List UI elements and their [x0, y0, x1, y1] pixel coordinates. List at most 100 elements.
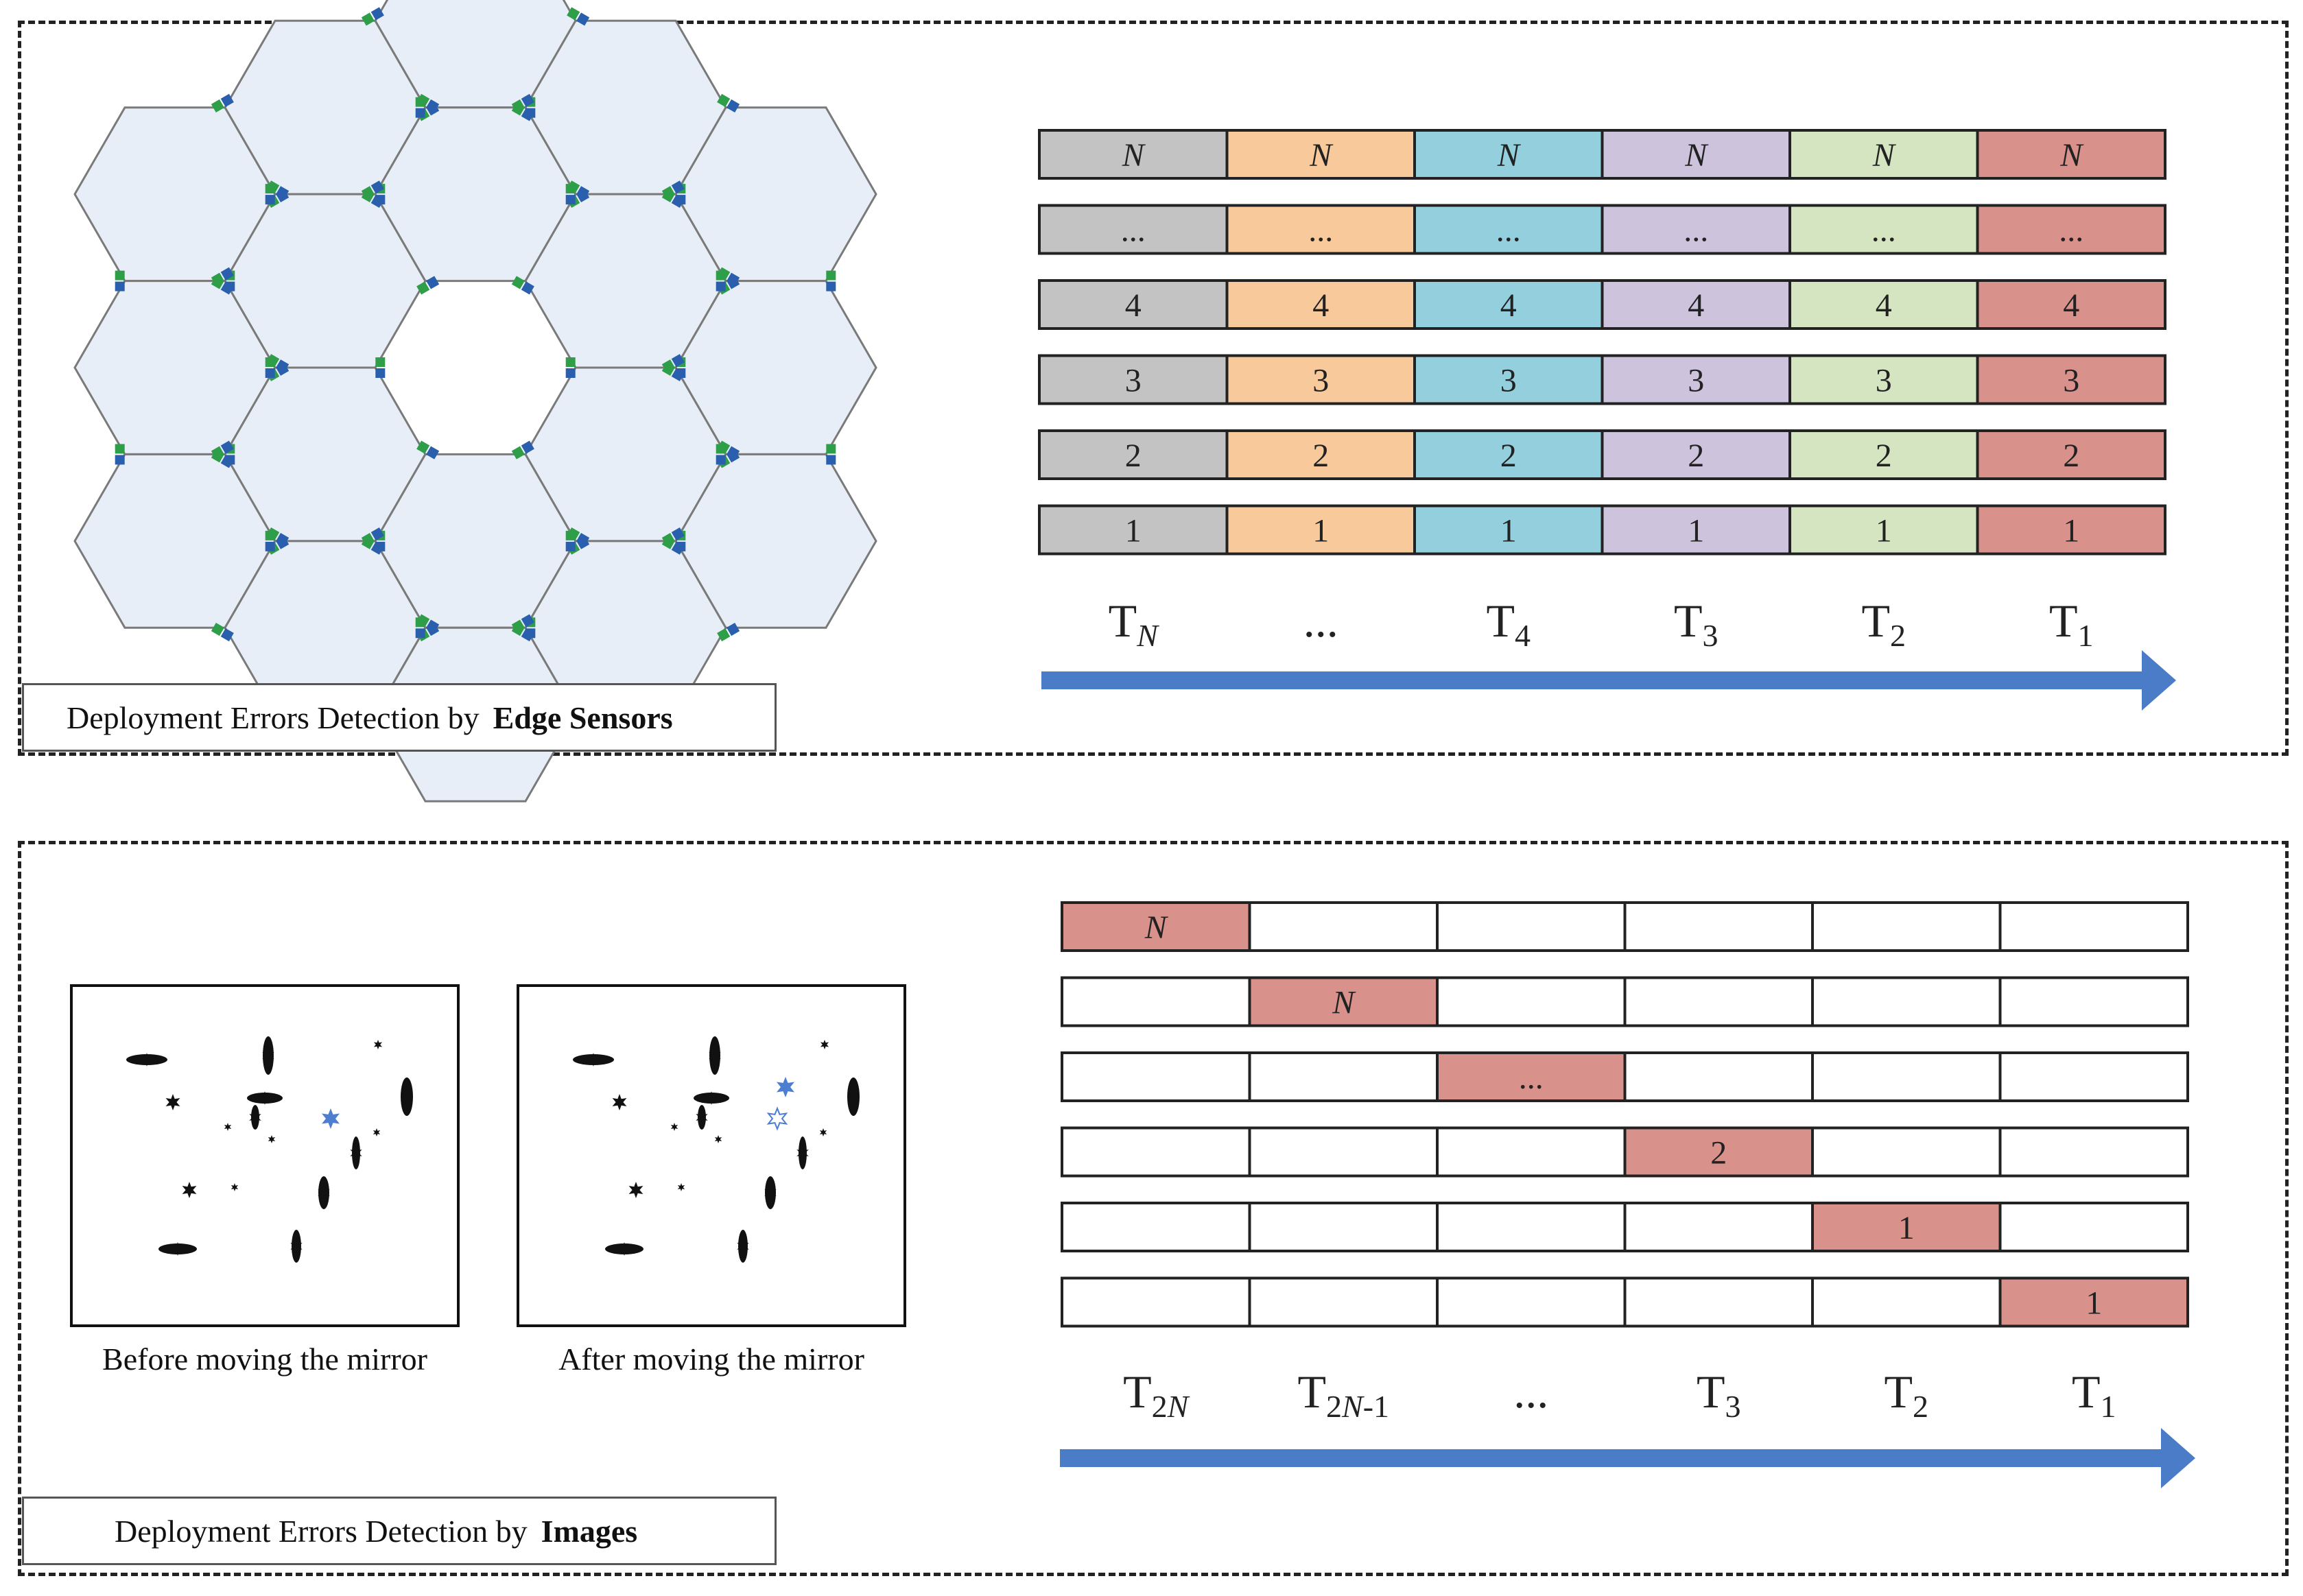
image-timeline-grid: NN...211 — [1061, 901, 2189, 1328]
sensor-grid-cell — [1225, 504, 1416, 556]
star-spot-icon — [670, 1123, 678, 1131]
image-grid-cell-active — [1623, 1126, 1814, 1178]
star-spot-icon — [373, 1128, 381, 1136]
sensor-grid-label: ... — [1871, 213, 1896, 249]
image-grid-cell — [1061, 1051, 1251, 1102]
edge-sensor-icon — [521, 108, 534, 121]
sensor-grid-label: N — [1497, 137, 1522, 174]
sensor-grid-label: ... — [1121, 213, 1146, 249]
edge-sensor-icon — [671, 368, 685, 381]
sensor-grid-cell — [1788, 279, 1979, 330]
edge-sensor-icon — [426, 446, 440, 460]
image-grid-label: 1 — [2086, 1285, 2102, 1322]
sensor-grid-cell — [1976, 504, 2166, 556]
sensor-grid-label: 2 — [1688, 438, 1704, 474]
edge-sensor-icon — [671, 527, 685, 541]
image-grid-cell — [1061, 1276, 1251, 1328]
edge-sensor-icon — [716, 270, 726, 281]
time-label: ... — [1513, 1366, 1548, 1418]
edge-sensor-icon — [416, 281, 430, 295]
image-grid-label: 2 — [1710, 1135, 1727, 1171]
image-grid-cell — [1998, 901, 2189, 952]
edge-sensor-icon — [370, 194, 384, 208]
image-grid-cell — [1811, 1276, 2002, 1328]
sensor-grid-label: 2 — [1125, 438, 1142, 474]
sensor-grid-cell — [1225, 429, 1416, 480]
star-spot-icon — [231, 1183, 239, 1191]
star-spot-icon — [819, 1128, 827, 1136]
star-spot-icon — [268, 1135, 276, 1143]
edge-sensor-icon — [565, 541, 576, 551]
edge-sensor-icon — [115, 270, 125, 281]
segmented-mirror-icon — [73, 0, 877, 802]
edge-sensor-icon — [661, 533, 675, 547]
edge-sensor-icon — [521, 614, 534, 628]
edge-sensor-icon — [426, 619, 440, 633]
sensor-grid-label: ... — [1496, 213, 1521, 249]
edge-sensor-icon — [375, 357, 386, 367]
image-grid-cell-active — [1998, 1276, 2189, 1328]
edge-sensor-icon — [265, 530, 275, 540]
edge-sensor-icon — [115, 281, 125, 291]
edge-sensor-icon — [370, 527, 384, 541]
sensor-grid-label: N — [1684, 137, 1709, 174]
edge-sensor-icon — [511, 446, 525, 460]
sensor-grid-label: 1 — [1500, 513, 1517, 549]
edge-sensor-icon — [727, 99, 740, 112]
edge-sensor-icon — [276, 186, 290, 200]
star-spot-icon — [677, 1183, 685, 1191]
time-label: T2 — [1861, 595, 1906, 653]
star-spot-icon — [182, 1182, 197, 1198]
sensor-grid-cell — [1225, 204, 1416, 255]
image-grid-cell — [1248, 1126, 1439, 1178]
edge-sensor-icon — [375, 368, 386, 378]
sensor-grid-label: 3 — [1125, 363, 1142, 399]
edge-sensor-icon — [415, 628, 425, 639]
edge-sensor-icon — [716, 281, 726, 291]
image-grid-cell — [1998, 1202, 2189, 1252]
edge-sensor-icon — [661, 359, 675, 373]
image-grid-cell — [1623, 1051, 1814, 1102]
sensor-grid-cell — [1413, 429, 1604, 480]
edge-sensor-icon — [716, 444, 726, 454]
edge-sensor-icon — [276, 533, 290, 547]
caption-bold: Images — [541, 1513, 638, 1549]
edge-sensor-icon — [727, 446, 740, 460]
sensor-grid-cell — [1976, 279, 2166, 330]
sensor-grid-label: 3 — [2063, 363, 2079, 399]
edge-sensor-icon — [211, 446, 224, 460]
edge-sensor-icon — [426, 99, 440, 112]
sensor-grid-cell — [1976, 204, 2166, 255]
sensor-grid-label: 2 — [1500, 438, 1517, 474]
image-grid-cell — [1623, 1202, 1814, 1252]
edge-sensor-icon — [671, 180, 685, 194]
image-grid-label: N — [1144, 909, 1169, 946]
caption-prefix: Deployment Errors Detection by — [67, 700, 480, 735]
sensor-grid-cell — [1225, 129, 1416, 180]
edge-sensor-icon — [576, 186, 590, 200]
sensor-grid-label: 2 — [1312, 438, 1329, 474]
sensor-grid-cell — [1225, 354, 1416, 405]
before-image-caption: Before moving the mirror — [102, 1342, 427, 1377]
star-field-before — [126, 1036, 413, 1263]
time-label: T3 — [1697, 1366, 1741, 1424]
time-arrow-icon — [1041, 650, 2176, 711]
edge-sensor-icon — [370, 541, 384, 555]
after-star-image — [517, 984, 906, 1327]
sensor-grid-label: N — [1872, 137, 1897, 174]
sensor-grid-label: 1 — [1688, 513, 1704, 549]
edge-sensor-icon — [826, 270, 836, 281]
edge-sensor-icon — [415, 97, 425, 107]
image-grid-cell — [1998, 976, 2189, 1027]
sensor-grid-label: 2 — [2063, 438, 2079, 474]
time-label: T4 — [1486, 595, 1531, 653]
edge-sensor-icon — [521, 281, 534, 295]
sensor-grid-cell — [1788, 204, 1979, 255]
sensor-grid-cell — [1038, 129, 1229, 180]
before-star-image — [70, 984, 460, 1327]
edge-sensor-icon — [416, 440, 430, 454]
sensor-grid-cell — [1038, 204, 1229, 255]
time-label: T2 — [1884, 1366, 1928, 1424]
